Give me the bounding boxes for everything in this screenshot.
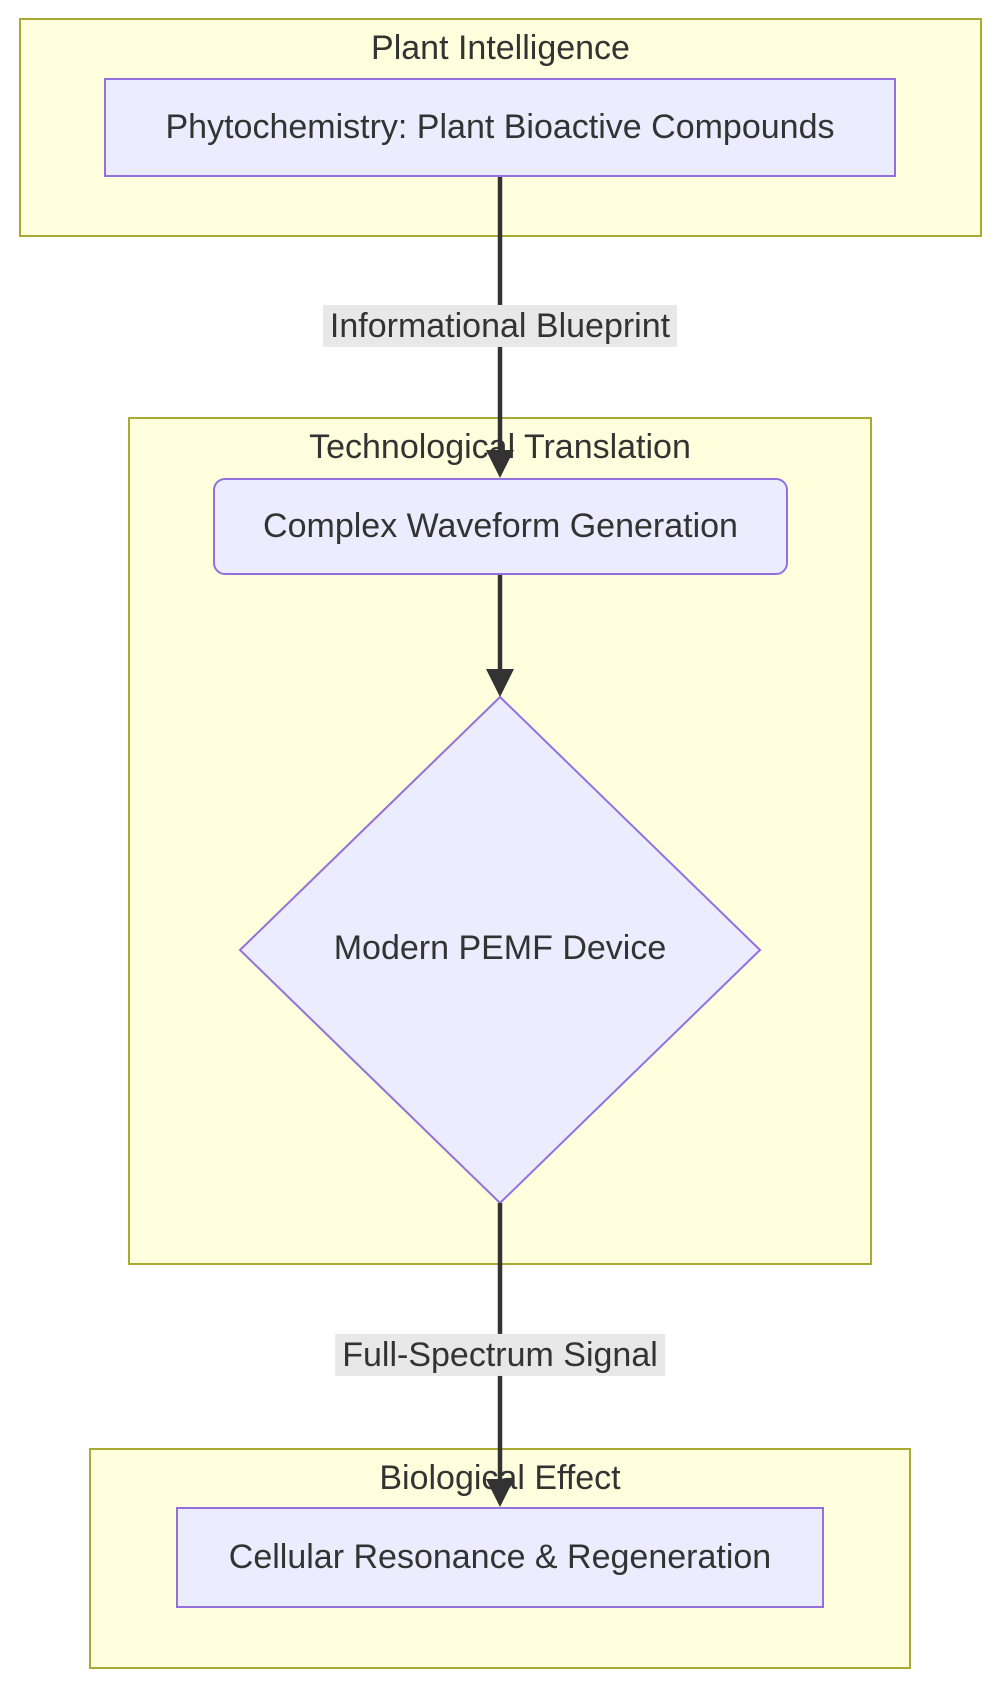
node-phytochemistry: Phytochemistry: Plant Bioactive Compound…: [104, 78, 896, 177]
edge-label-informational-blueprint: Informational Blueprint: [322, 304, 678, 348]
edge-label-full-spectrum-signal-text: Full-Spectrum Signal: [342, 1335, 658, 1374]
node-complex-waveform-label: Complex Waveform Generation: [263, 507, 738, 546]
edge-label-full-spectrum-signal: Full-Spectrum Signal: [335, 1333, 665, 1377]
node-cellular-resonance: Cellular Resonance & Regeneration: [176, 1507, 824, 1608]
node-pemf-device-label: Modern PEMF Device: [333, 929, 667, 967]
node-complex-waveform: Complex Waveform Generation: [213, 478, 788, 575]
subgraph-title-technological-translation: Technological Translation: [309, 428, 691, 466]
node-pemf-device: Modern PEMF Device: [300, 928, 700, 969]
subgraph-title-biological-effect: Biological Effect: [379, 1459, 621, 1497]
node-cellular-resonance-label: Cellular Resonance & Regeneration: [228, 1538, 772, 1577]
subgraph-title-plant-intelligence: Plant Intelligence: [371, 29, 630, 67]
edge-label-informational-blueprint-text: Informational Blueprint: [329, 306, 671, 345]
node-phytochemistry-label: Phytochemistry: Plant Bioactive Compound…: [165, 108, 835, 147]
